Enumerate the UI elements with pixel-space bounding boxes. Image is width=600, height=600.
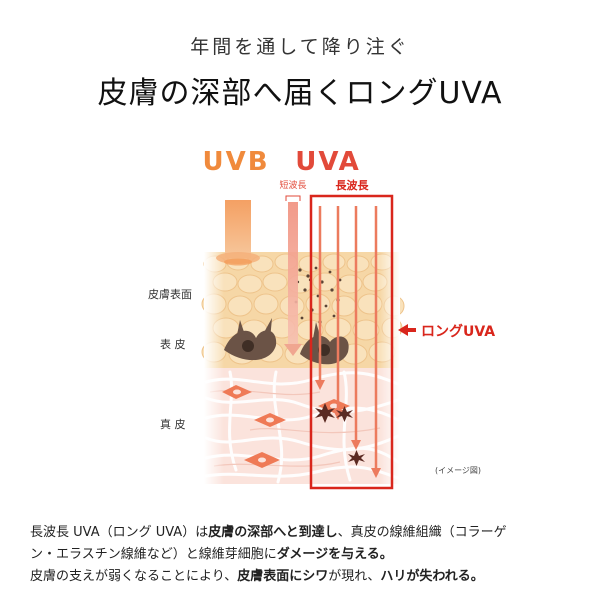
long-uva-highlight-box (309, 194, 394, 490)
uva-label: UVA (295, 147, 361, 177)
uvb-label: UVB (202, 147, 269, 177)
description-line-2: ン・エラスチン線維など）と線維芽細胞にダメージを与える。 (30, 547, 393, 562)
layer-label-epidermis: 表 皮 (160, 337, 186, 351)
long-uva-callout-arrow (398, 324, 416, 336)
uva-short-beam (284, 202, 302, 356)
layer-label-skin-surface: 皮膚表面 (148, 287, 192, 301)
long-wave-label: 長波長 (336, 178, 370, 192)
long-uva-callout-label: ロングUVA (421, 323, 495, 340)
description: 長波長 UVA（ロング UVA）は皮膚の深部へと到達し、真皮の線維組織（コラーゲ… (30, 522, 590, 588)
page-title: 皮膚の深部へ届くロングUVA (97, 76, 503, 111)
short-wave-label: 短波長 (279, 179, 306, 191)
image-note: (イメージ図) (435, 466, 481, 475)
description-line-1: 長波長 UVA（ロング UVA）は皮膚の深部へと到達し、真皮の線維組織（コラーゲ (30, 525, 507, 540)
description-line-3: 皮膚の支えが弱くなることにより、皮膚表面にシワが現れ、ハリが失われる。 (30, 569, 484, 584)
uvb-beam (216, 200, 260, 266)
layer-label-dermis: 真 皮 (160, 417, 186, 431)
long-uva-beams (315, 206, 381, 478)
left-fade (204, 252, 224, 484)
damage-marks (315, 403, 365, 466)
short-wave-bracket (285, 195, 301, 201)
melanocyte (224, 318, 277, 361)
subtitle: 年間を通して降り注ぐ (190, 36, 410, 58)
right-fade (380, 252, 400, 484)
